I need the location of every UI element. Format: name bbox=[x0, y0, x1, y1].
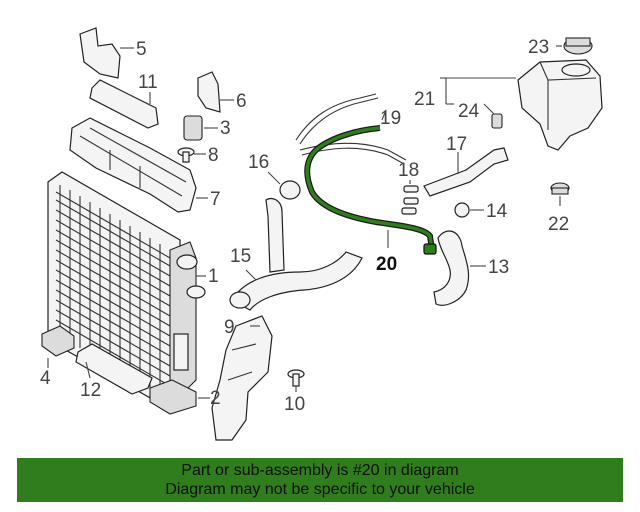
callout-1: 1 bbox=[208, 266, 219, 287]
callout-10: 10 bbox=[284, 394, 305, 415]
callout-12: 12 bbox=[80, 380, 101, 401]
parts-diagram: 1 2 3 4 5 6 7 8 9 10 11 12 13 14 15 16 1… bbox=[40, 27, 603, 441]
shield-9 bbox=[211, 315, 273, 441]
callout-3: 3 bbox=[220, 118, 231, 139]
callout-9: 9 bbox=[224, 317, 235, 338]
bolt-8 bbox=[177, 147, 195, 163]
hose-11 bbox=[89, 79, 159, 129]
callout-14: 14 bbox=[486, 201, 508, 222]
radiator bbox=[47, 171, 206, 409]
callout-20: 20 bbox=[376, 254, 397, 275]
hose-16 bbox=[265, 197, 285, 273]
callout-16: 16 bbox=[248, 152, 269, 173]
callout-22: 22 bbox=[548, 214, 569, 235]
info-banner: Part or sub-assembly is #20 in diagram D… bbox=[17, 458, 623, 502]
hose-13 bbox=[433, 230, 470, 306]
hose-15 bbox=[231, 251, 363, 311]
strip-12 bbox=[75, 343, 153, 395]
clip-3 bbox=[183, 115, 203, 141]
cap-22 bbox=[550, 182, 570, 195]
banner-line-2: Diagram may not be specific to your vehi… bbox=[165, 481, 475, 498]
callout-21: 21 bbox=[414, 89, 435, 110]
callout-17: 17 bbox=[446, 134, 467, 155]
bracket-5 bbox=[79, 27, 121, 79]
bolt-10 bbox=[287, 369, 305, 387]
callout-13: 13 bbox=[488, 257, 509, 278]
banner-line-1: Part or sub-assembly is #20 in diagram bbox=[181, 462, 459, 479]
air-duct bbox=[69, 117, 197, 213]
cap-23 bbox=[563, 37, 593, 55]
bracket-4 bbox=[41, 325, 75, 357]
callout-4: 4 bbox=[40, 368, 51, 389]
expansion-tank-21 bbox=[517, 59, 603, 151]
callout-15: 15 bbox=[230, 246, 251, 267]
bracket-6 bbox=[197, 71, 221, 113]
callout-23: 23 bbox=[528, 37, 549, 58]
connectors-18 bbox=[401, 185, 419, 215]
callout-24: 24 bbox=[458, 101, 480, 122]
leader-lines bbox=[47, 45, 562, 399]
clamp-14 bbox=[454, 202, 470, 218]
callout-8: 8 bbox=[208, 145, 219, 166]
callout-11: 11 bbox=[138, 72, 158, 93]
callout-5: 5 bbox=[136, 39, 147, 60]
hose-20-fill bbox=[305, 126, 434, 251]
callout-6: 6 bbox=[236, 91, 247, 112]
hose-20-highlighted bbox=[304, 125, 437, 255]
callout-2: 2 bbox=[210, 388, 221, 409]
bracket-2 bbox=[149, 379, 197, 415]
callout-18: 18 bbox=[398, 160, 419, 181]
hose-17 bbox=[423, 147, 509, 197]
callout-19: 19 bbox=[380, 108, 401, 129]
callout-7: 7 bbox=[210, 189, 221, 210]
callout-labels: 1 2 3 4 5 6 7 8 9 10 11 12 13 14 15 16 1… bbox=[40, 37, 569, 415]
sensor-24 bbox=[491, 113, 503, 129]
